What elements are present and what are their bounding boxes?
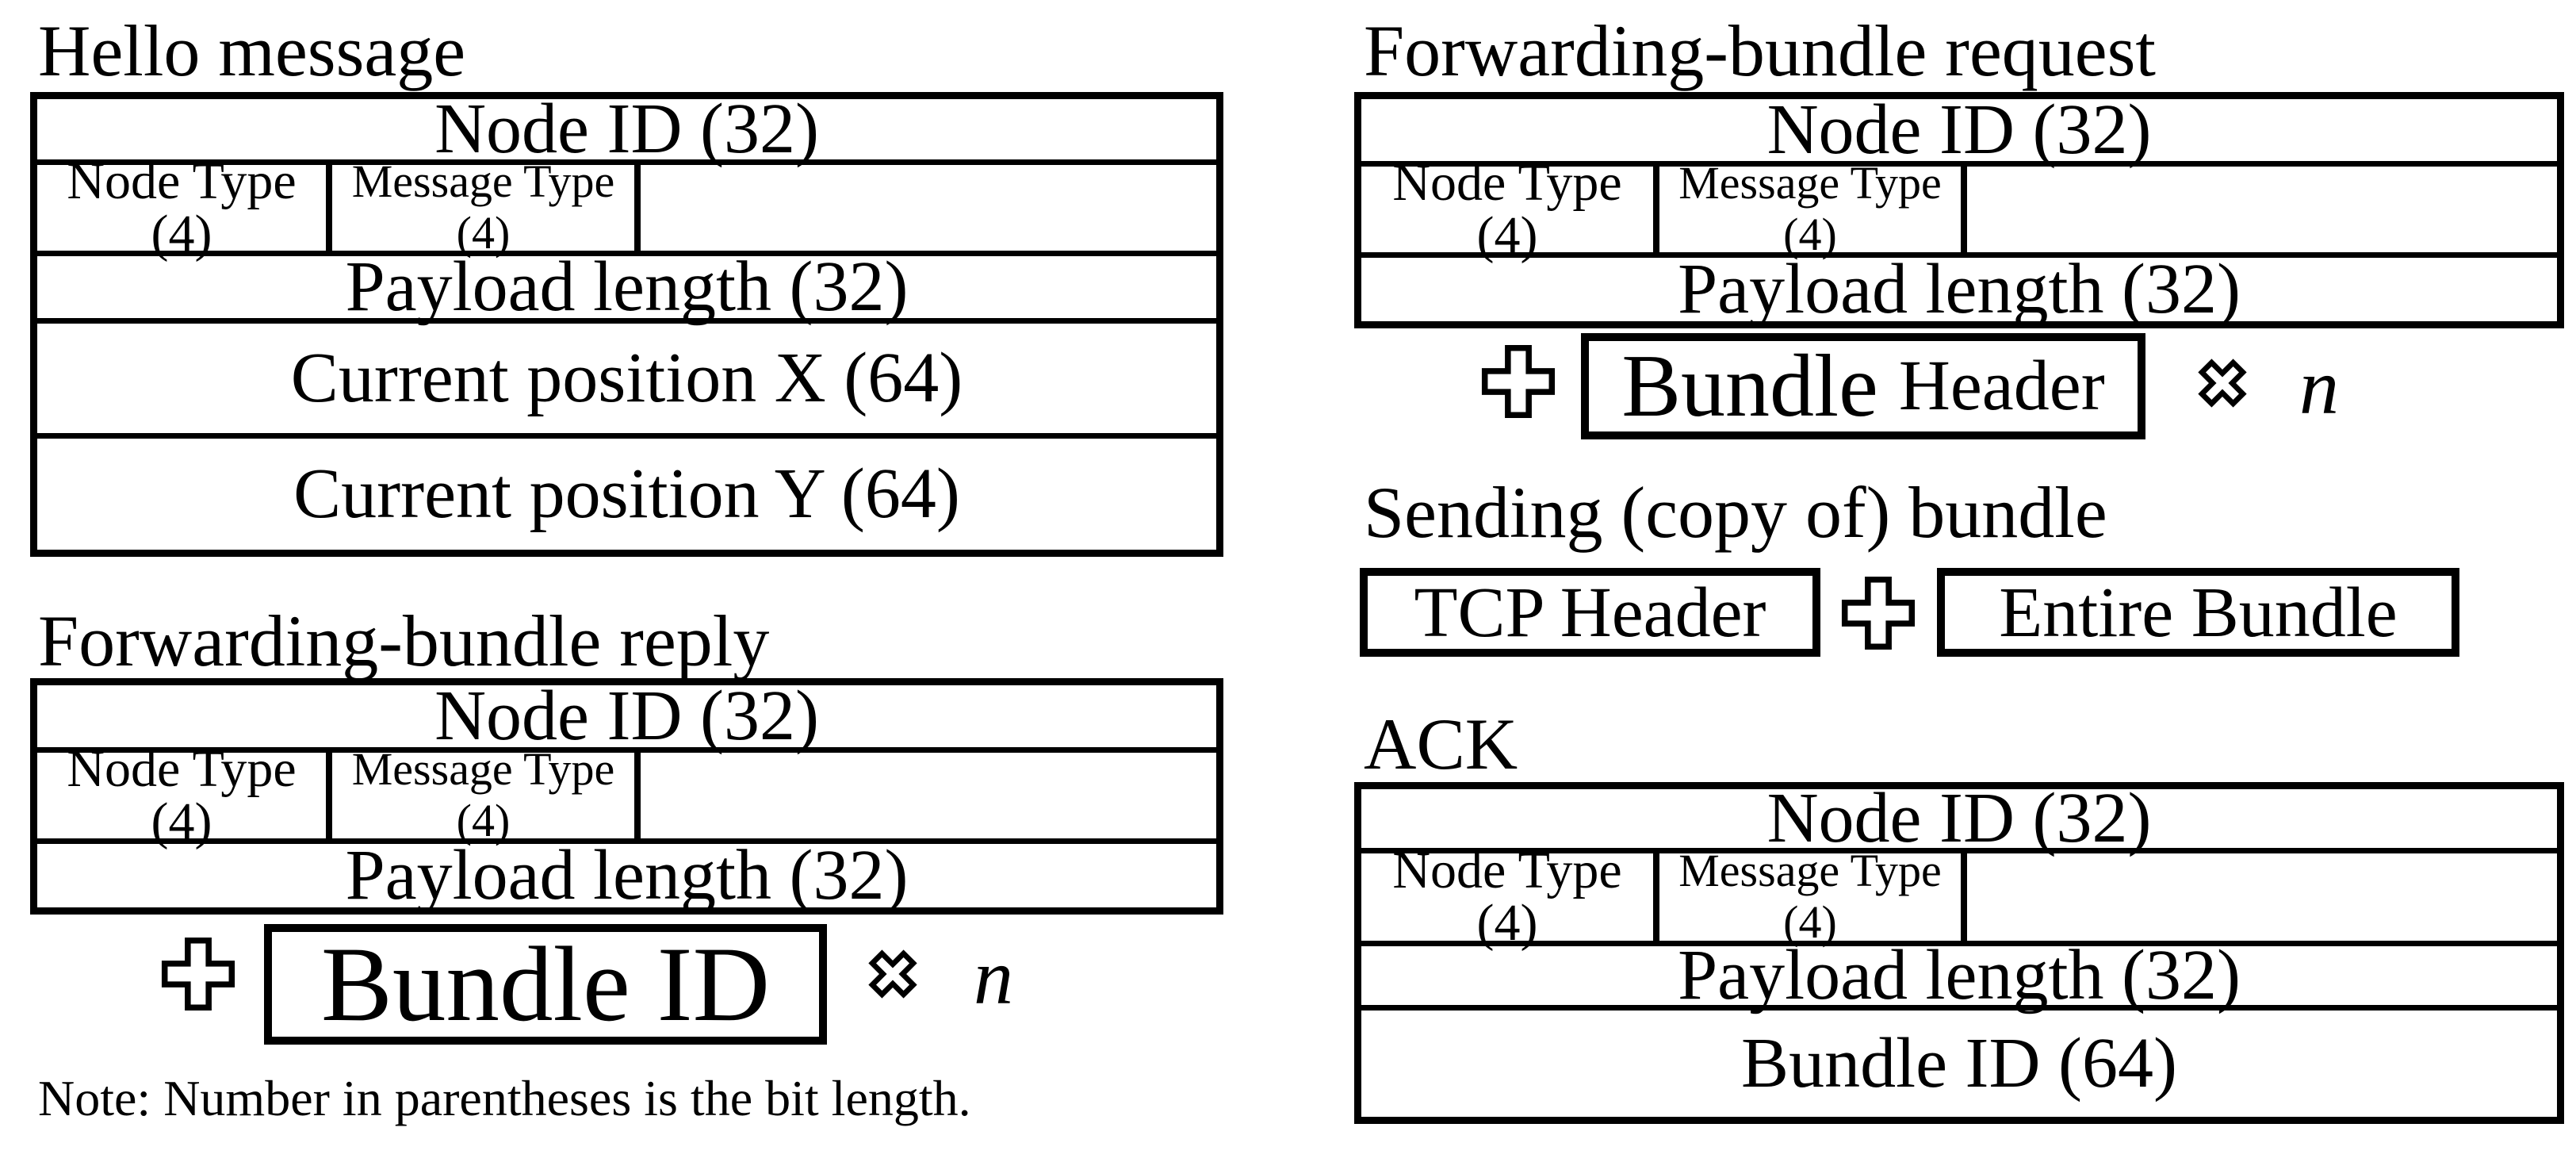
hello-position-x-row: Current position X (64)	[37, 318, 1216, 433]
message-type-label: Message Type	[351, 743, 615, 796]
ack-bundle-id-row: Bundle ID (64)	[1361, 1005, 2557, 1117]
message-type-label: Message Type	[1678, 845, 1942, 897]
request-node-type-cell: Node Type (4)	[1392, 154, 1622, 264]
bundle-header-word1: Bundle	[1621, 337, 1878, 435]
forwarding-bundle-request-title: Forwarding-bundle request	[1364, 10, 2156, 91]
repeat-count-n: n	[2299, 343, 2339, 431]
message-type-bits: (4)	[456, 207, 511, 259]
entire-bundle-box: Entire Bundle	[1937, 568, 2459, 657]
hello-message-table: Node ID (32) Node Type (4) Message Type …	[30, 92, 1223, 557]
repeat-count-n: n	[974, 933, 1013, 1021]
reply-type-row: Node Type (4) Message Type (4)	[37, 740, 1216, 850]
ack-type-row: Node Type (4) Message Type (4)	[1361, 842, 2557, 952]
hello-type-row: Node Type (4) Message Type (4)	[37, 152, 1216, 263]
request-type-row: Node Type (4) Message Type (4)	[1361, 154, 2557, 264]
ack-title: ACK	[1364, 704, 1518, 784]
sending-bundle-title: Sending (copy of) bundle	[1364, 472, 2107, 553]
reply-node-type-cell: Node Type (4)	[67, 740, 297, 850]
hello-message-type-cell: Message Type (4)	[326, 155, 634, 259]
ack-message-type-cell: Message Type (4)	[1653, 845, 1961, 948]
message-type-label: Message Type	[1678, 157, 1942, 209]
reply-reserved-cell	[634, 753, 1216, 838]
forwarding-bundle-request-table: Node ID (32) Node Type (4) Message Type …	[1354, 92, 2564, 328]
ack-payload-length-row: Payload length (32)	[1361, 940, 2557, 1011]
hello-reserved-cell	[634, 165, 1216, 251]
multiply-icon	[868, 949, 917, 999]
ack-reserved-cell	[1961, 853, 2557, 941]
bundle-id-box: Bundle ID	[264, 924, 827, 1045]
message-type-bits: (4)	[456, 795, 511, 846]
bit-length-note: Note: Number in parentheses is the bit l…	[38, 1070, 971, 1126]
reply-message-type-cell: Message Type (4)	[326, 743, 634, 846]
message-type-bits: (4)	[1783, 896, 1837, 948]
bundle-header-word2: Header	[1898, 347, 2105, 425]
reply-node-id-row: Node ID (32)	[434, 677, 819, 755]
message-type-label: Message Type	[351, 155, 615, 208]
request-node-id-row: Node ID (32)	[1766, 90, 2152, 169]
hello-position-y-row: Current position Y (64)	[37, 433, 1216, 550]
message-type-bits: (4)	[1783, 209, 1837, 260]
request-reserved-cell	[1961, 167, 2557, 252]
reply-payload-length-row: Payload length (32)	[37, 838, 1216, 911]
bundle-header-box: Bundle Header	[1581, 333, 2145, 439]
hello-message-title: Hello message	[38, 10, 466, 91]
hello-payload-length-row: Payload length (32)	[37, 251, 1216, 323]
request-message-type-cell: Message Type (4)	[1653, 157, 1961, 260]
request-payload-length-row: Payload length (32)	[1361, 252, 2557, 325]
ack-node-id-row: Node ID (32)	[1766, 779, 2152, 857]
tcp-header-box: TCP Header	[1360, 568, 1820, 657]
ack-table: Node ID (32) Node Type (4) Message Type …	[1354, 782, 2564, 1124]
ack-node-type-cell: Node Type (4)	[1392, 842, 1622, 952]
plus-icon	[161, 937, 235, 1011]
hello-node-id-row: Node ID (32)	[434, 90, 819, 168]
plus-icon	[1841, 576, 1916, 650]
forwarding-bundle-reply-title: Forwarding-bundle reply	[38, 600, 770, 681]
forwarding-bundle-reply-table: Node ID (32) Node Type (4) Message Type …	[30, 678, 1223, 915]
multiply-icon	[2198, 359, 2247, 408]
hello-node-type-cell: Node Type (4)	[67, 152, 297, 263]
plus-icon	[1481, 344, 1556, 419]
